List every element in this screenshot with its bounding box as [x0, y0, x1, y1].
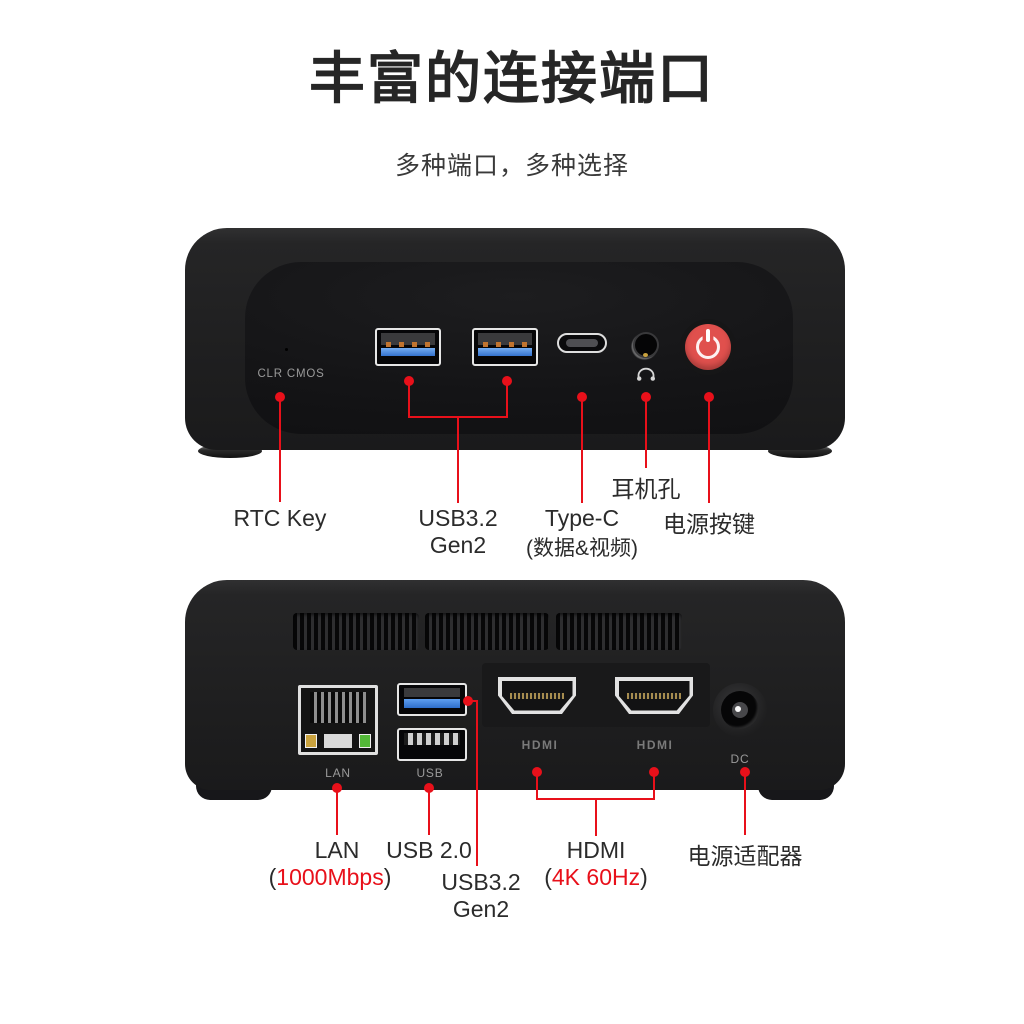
page-subtitle: 多种端口，多种选择 [394, 152, 629, 180]
lan-speed-value: 1000Mbps [276, 864, 384, 890]
rear-view-device: LAN USB HDMI HDMI DC [185, 580, 845, 804]
callout-label-usb32: USB3.2 [418, 505, 498, 531]
callout-line-usb20 [428, 788, 430, 835]
usb2-pins [404, 732, 460, 746]
power-icon-bar [706, 329, 710, 342]
vent-grille-1 [293, 613, 419, 650]
callout-label-lan: LAN [314, 837, 360, 863]
callout-label-hdmi-spec: (4K 60Hz) [544, 864, 648, 891]
callout-label-usb32-gen2: Gen2 [429, 532, 487, 558]
callout-line-usb32 [457, 417, 459, 503]
callout-line-lan [336, 788, 338, 835]
dc-label: DC [730, 752, 750, 766]
rear-usb3-port [397, 683, 467, 716]
usb-recess [381, 333, 435, 345]
callout-label-rear-usb32-gen2: Gen2 [452, 896, 510, 922]
paren: ) [383, 864, 392, 890]
headphones-icon [637, 367, 655, 381]
lan-led-amber [304, 734, 318, 749]
callout-line-typec [581, 397, 583, 503]
clr-cmos-pinhole [285, 348, 288, 351]
callout-bracket-hdmi-right [653, 772, 655, 800]
lan-pins [309, 692, 367, 724]
callout-label-typec-sub: (数据&视频) [526, 537, 638, 560]
callout-label-typec: Type-C [544, 505, 620, 531]
hdmi-logo-1: HDMI [521, 738, 559, 752]
power-button [685, 324, 731, 370]
callout-label-power: 电源按键 [663, 511, 755, 537]
usb-recess [403, 687, 461, 698]
type-c-port [557, 333, 607, 353]
lan-clip-tab [323, 734, 353, 749]
vent-grille-3 [556, 613, 682, 650]
lan-port-label: LAN [325, 766, 351, 780]
lan-port [298, 685, 378, 755]
callout-label-rtc-key: RTC Key [233, 505, 327, 531]
hdmi-spec-value: 4K 60Hz [551, 864, 641, 890]
lan-led-green [358, 734, 372, 749]
callout-line-power [708, 397, 710, 503]
rear-usb2-port [397, 728, 467, 761]
usb-recess [478, 333, 532, 345]
hdmi-logo-2: HDMI [636, 738, 674, 752]
front-view-device: CLR CMOS [185, 228, 845, 460]
usb3-blue-tongue [403, 698, 461, 708]
callout-connector-rear-usb32 [468, 700, 478, 702]
usb-pins [385, 342, 431, 347]
paren: ( [268, 864, 277, 890]
dc-jack-highlight [735, 706, 741, 712]
vent-grille-2 [425, 613, 549, 650]
callout-label-adapter: 电源适配器 [687, 843, 803, 869]
paren: ( [544, 864, 552, 890]
callout-label-rear-usb32: USB3.2 [441, 869, 521, 895]
hdmi-port-1 [498, 677, 576, 714]
callout-bracket-hdmi-left [536, 772, 538, 800]
page-title: 丰富的连接端口 [309, 47, 715, 110]
usb3-blue-tongue [478, 348, 532, 357]
callout-line-headphone [645, 397, 647, 468]
headphone-jack [633, 332, 659, 358]
callout-line-adapter [744, 772, 746, 835]
usb3-port-1 [375, 328, 441, 366]
callout-label-usb20: USB 2.0 [386, 837, 472, 863]
usb3-port-2 [472, 328, 538, 366]
callout-line-hdmi [595, 799, 597, 836]
usb-pins [482, 342, 528, 347]
clr-cmos-label: CLR CMOS [257, 368, 325, 380]
usb3-blue-tongue [381, 348, 435, 357]
callout-bracket-right [506, 381, 508, 417]
callout-bracket-left [408, 381, 410, 417]
callout-label-lan-speed: (1000Mbps) [269, 864, 392, 891]
usb-port-label: USB [416, 766, 444, 780]
callout-line-rtc [279, 397, 281, 502]
hdmi-port-2 [615, 677, 693, 714]
callout-line-rear-usb32 [476, 700, 478, 866]
callout-label-headphone: 耳机孔 [611, 476, 681, 502]
callout-label-hdmi: HDMI [566, 837, 626, 863]
paren: ) [640, 864, 648, 890]
